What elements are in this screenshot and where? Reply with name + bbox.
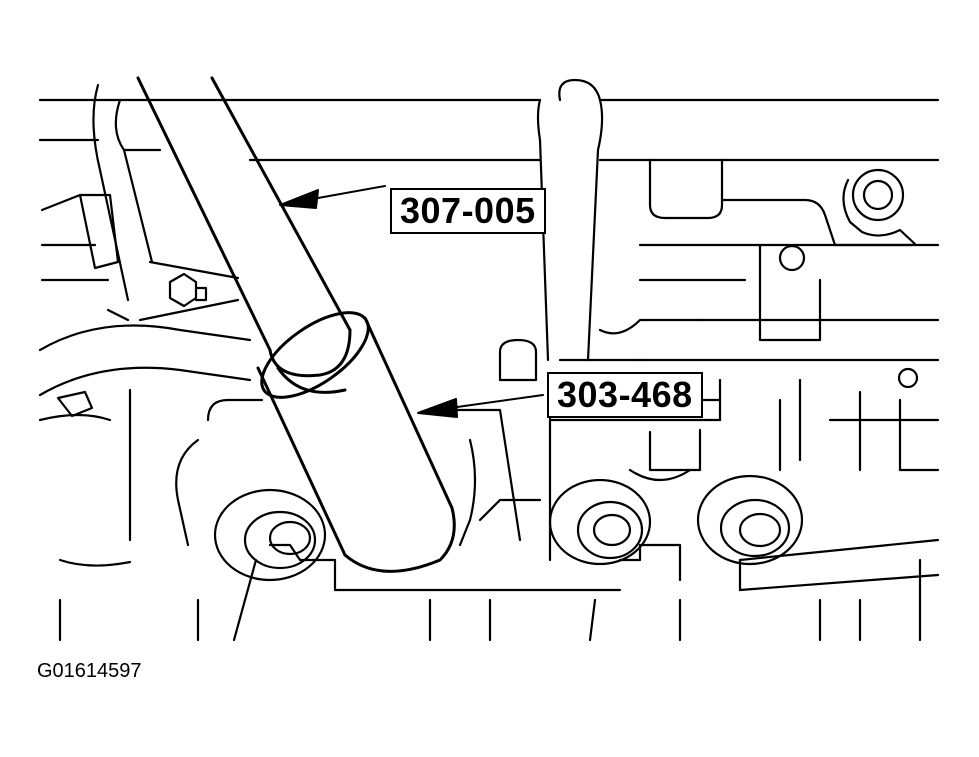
- tool-handle: [136, 76, 352, 378]
- leader-arrows: [279, 185, 544, 418]
- engine-block-outline: [38, 78, 940, 642]
- callout-tool-303-468: 303-468: [547, 372, 703, 418]
- sleeve-tool: [256, 311, 456, 573]
- figure-id: G01614597: [37, 660, 142, 682]
- callout-tool-307-005: 307-005: [390, 188, 546, 234]
